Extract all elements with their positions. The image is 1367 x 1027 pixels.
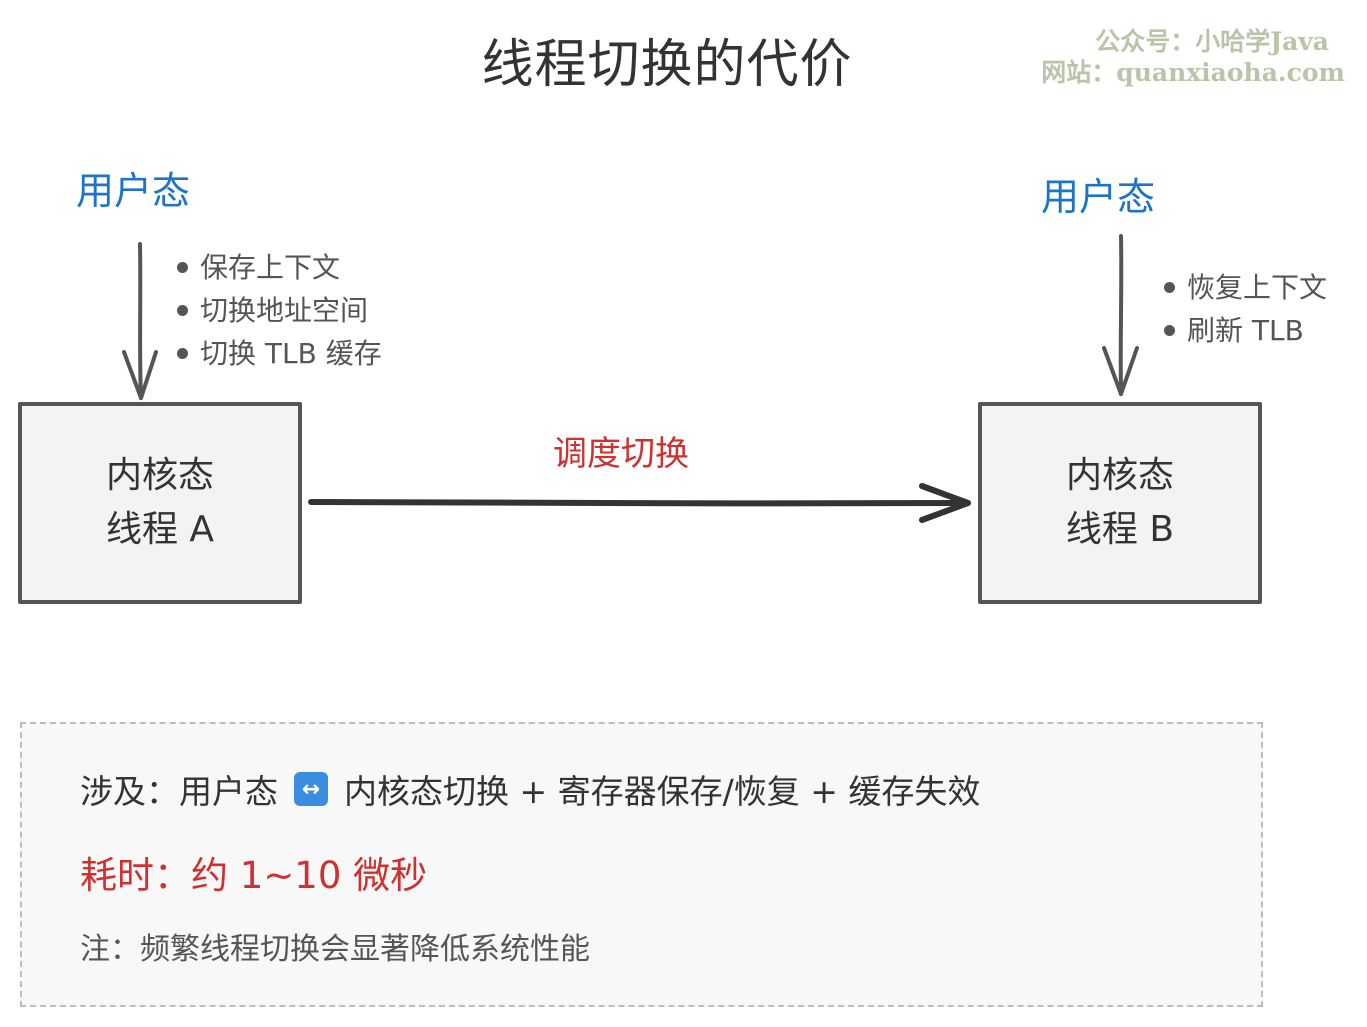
list-item: 切换 TLB 缓存 bbox=[177, 332, 382, 375]
cost-line: 耗时：约 1~10 微秒 bbox=[80, 854, 428, 897]
schedule-switch-label: 调度切换 bbox=[553, 434, 689, 474]
involves-suffix: 内核态切换 + 寄存器保存/恢复 + 缓存失效 bbox=[344, 772, 981, 811]
bullet-icon bbox=[177, 262, 188, 273]
bullet-icon bbox=[177, 305, 188, 316]
watermark-wechat: 公众号：小哈学Java bbox=[1095, 27, 1329, 56]
thread-a-box: 内核态 线程 A bbox=[18, 402, 302, 604]
right-down-arrow bbox=[1102, 234, 1139, 396]
list-item: 保存上下文 bbox=[177, 246, 382, 289]
watermark-website: 网站：quanxiaoha.com bbox=[1041, 58, 1345, 87]
save-steps-list: 保存上下文 切换地址空间 切换 TLB 缓存 bbox=[177, 246, 382, 375]
left-right-arrow-icon: ↔ bbox=[294, 772, 328, 806]
schedule-switch-arrow bbox=[308, 483, 971, 523]
user-state-label-left: 用户态 bbox=[76, 169, 191, 213]
diagram-title: 线程切换的代价 bbox=[481, 35, 853, 95]
thread-b-mode: 内核态 bbox=[1065, 455, 1174, 496]
thread-b-name: 线程 B bbox=[1065, 509, 1175, 550]
list-item: 切换地址空间 bbox=[177, 289, 382, 332]
list-item: 刷新 TLB bbox=[1164, 309, 1327, 352]
bullet-icon bbox=[1164, 325, 1175, 336]
restore-steps-list: 恢复上下文 刷新 TLB bbox=[1164, 266, 1327, 352]
user-state-label-right: 用户态 bbox=[1041, 175, 1156, 219]
thread-a-name: 线程 A bbox=[105, 509, 215, 550]
involves-line: 涉及：用户态 ↔ 内核态切换 + 寄存器保存/恢复 + 缓存失效 bbox=[80, 765, 980, 813]
bullet-icon bbox=[177, 348, 188, 359]
list-item: 恢复上下文 bbox=[1164, 266, 1327, 309]
thread-a-mode: 内核态 bbox=[105, 455, 214, 496]
summary-box bbox=[20, 722, 1263, 1007]
bullet-icon bbox=[1164, 282, 1175, 293]
involves-prefix: 涉及：用户态 bbox=[80, 772, 278, 811]
note-line: 注：频繁线程切换会显著降低系统性能 bbox=[80, 932, 590, 967]
left-down-arrow bbox=[122, 242, 158, 400]
thread-b-box: 内核态 线程 B bbox=[978, 402, 1262, 604]
